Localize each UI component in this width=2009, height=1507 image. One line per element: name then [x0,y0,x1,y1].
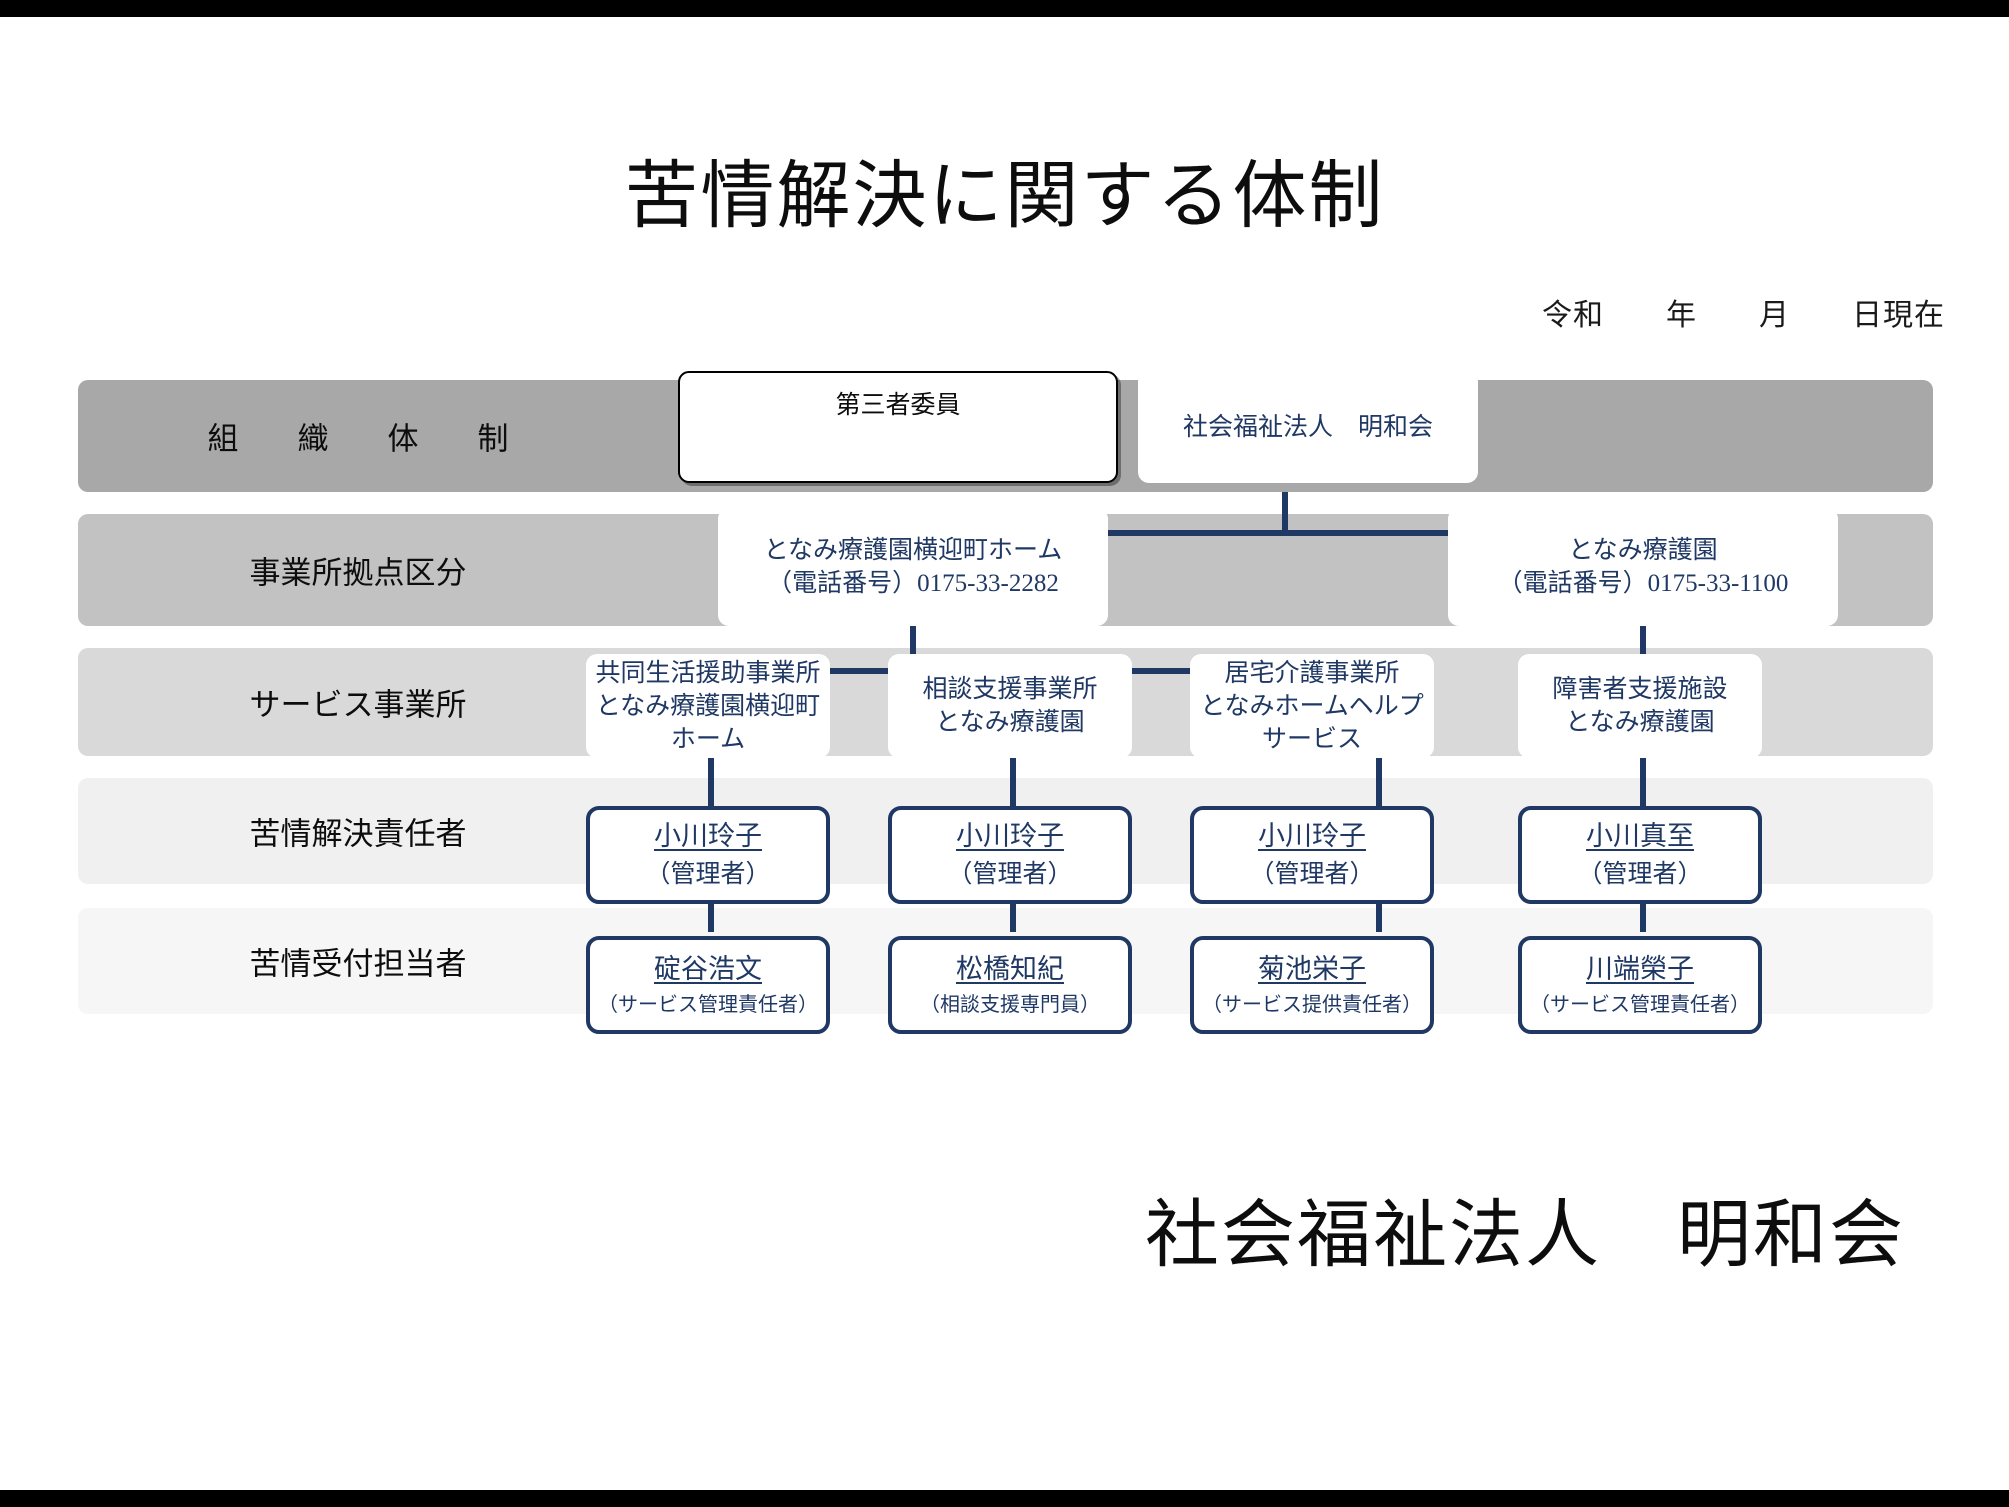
box-third-party-committee[interactable]: 第三者委員 [678,371,1118,483]
box-resolution-manager-3[interactable]: 小川玲子 （管理者） [1190,806,1434,904]
row-label-services: サービス事業所 [249,687,467,723]
box-service-1[interactable]: 共同生活援助事業所 となみ療護園横迎町 ホーム [586,654,830,758]
connector-service4-to-manager4 [1640,756,1646,808]
service-1-name-line1: となみ療護園横迎町 [595,692,821,720]
service-1-name-line2: ホーム [670,725,746,753]
intake-staff-3-name: 菊池栄子 [1258,953,1366,984]
box-intake-staff-4[interactable]: 川端榮子 （サービス管理責任者） [1518,936,1762,1034]
service-3-name-line1: となみホームヘルプ [1200,692,1424,720]
site-1-name: となみ療護園横迎町ホーム [763,537,1063,564]
service-2-type: 相談支援事業所 [922,676,1098,703]
resolution-manager-2-name: 小川玲子 [956,820,1064,851]
intake-staff-3-role: （サービス提供責任者） [1202,993,1422,1016]
service-3-name-line2: サービス [1261,725,1362,753]
connector-site1-to-services [910,626,916,672]
connector-service3-to-manager3 [1376,756,1382,808]
box-resolution-manager-2[interactable]: 小川玲子 （管理者） [888,806,1132,904]
service-3-type: 居宅介護事業所 [1224,659,1400,687]
box-intake-staff-1[interactable]: 碇谷浩文 （サービス管理責任者） [586,936,830,1034]
box-resolution-manager-4[interactable]: 小川真至 （管理者） [1518,806,1762,904]
date-line: 令和 年 月 日現在 [1542,299,1945,332]
box-service-2[interactable]: 相談支援事業所 となみ療護園 [888,654,1132,758]
service-1-type: 共同生活援助事業所 [595,659,821,687]
site-1-phone: （電話番号）0175-33-2282 [767,570,1059,597]
resolution-manager-3-name: 小川玲子 [1258,820,1366,851]
resolution-manager-4-role: （管理者） [1577,861,1703,889]
resolution-manager-2-role: （管理者） [947,861,1073,889]
box-resolution-manager-1[interactable]: 小川玲子 （管理者） [586,806,830,904]
third-party-committee-label: 第三者委員 [835,392,961,419]
intake-staff-2-role: （相談支援専門員） [920,993,1100,1016]
connector-service1-to-manager1 [708,756,714,808]
row-label-organization: 組 織 体 制 [207,421,523,457]
intake-staff-1-role: （サービス管理責任者） [598,993,818,1016]
service-2-name-line1: となみ療護園 [935,709,1085,736]
box-site-1[interactable]: となみ療護園横迎町ホーム （電話番号）0175-33-2282 [718,508,1108,626]
connector-corporation-down [1282,492,1288,536]
intake-staff-4-name: 川端榮子 [1586,953,1694,984]
intake-staff-2-name: 松橋知紀 [956,953,1064,984]
connector-service2-to-manager2 [1010,756,1016,808]
box-site-2[interactable]: となみ療護園 （電話番号）0175-33-1100 [1448,508,1838,626]
box-intake-staff-2[interactable]: 松橋知紀 （相談支援専門員） [888,936,1132,1034]
box-service-3[interactable]: 居宅介護事業所 となみホームヘルプ サービス [1190,654,1434,758]
page-title: 苦情解決に関する体制 [624,156,1385,238]
row-label-intake-staff: 苦情受付担当者 [249,946,467,982]
service-4-type: 障害者支援施設 [1552,676,1728,703]
row-label-resolution-managers: 苦情解決責任者 [249,816,467,852]
resolution-manager-4-name: 小川真至 [1586,820,1694,851]
box-service-4[interactable]: 障害者支援施設 となみ療護園 [1518,654,1762,758]
intake-staff-1-name: 碇谷浩文 [654,953,762,984]
resolution-manager-3-role: （管理者） [1249,861,1375,889]
connector-sites-horizontal [910,530,1646,536]
bottom-black-bar [0,1490,2009,1507]
site-2-phone: （電話番号）0175-33-1100 [1497,570,1789,597]
site-2-name: となみ療護園 [1568,537,1718,564]
resolution-manager-1-name: 小川玲子 [654,820,762,851]
box-corporation[interactable]: 社会福祉法人 明和会 [1138,371,1478,483]
org-chart: 組 織 体 制 事業所拠点区分 サービス事業所 苦情解決責任者 苦情受付担当者 … [78,371,1933,1070]
row-label-sites: 事業所拠点区分 [249,555,467,591]
corporation-label: 社会福祉法人 明和会 [1182,413,1433,441]
footer-corporation-name: 社会福祉法人 明和会 [1145,1195,1905,1277]
top-black-bar [0,0,2009,17]
resolution-manager-1-role: （管理者） [645,861,771,889]
service-4-name-line1: となみ療護園 [1565,709,1715,736]
box-intake-staff-3[interactable]: 菊池栄子 （サービス提供責任者） [1190,936,1434,1034]
intake-staff-4-role: （サービス管理責任者） [1530,993,1750,1016]
